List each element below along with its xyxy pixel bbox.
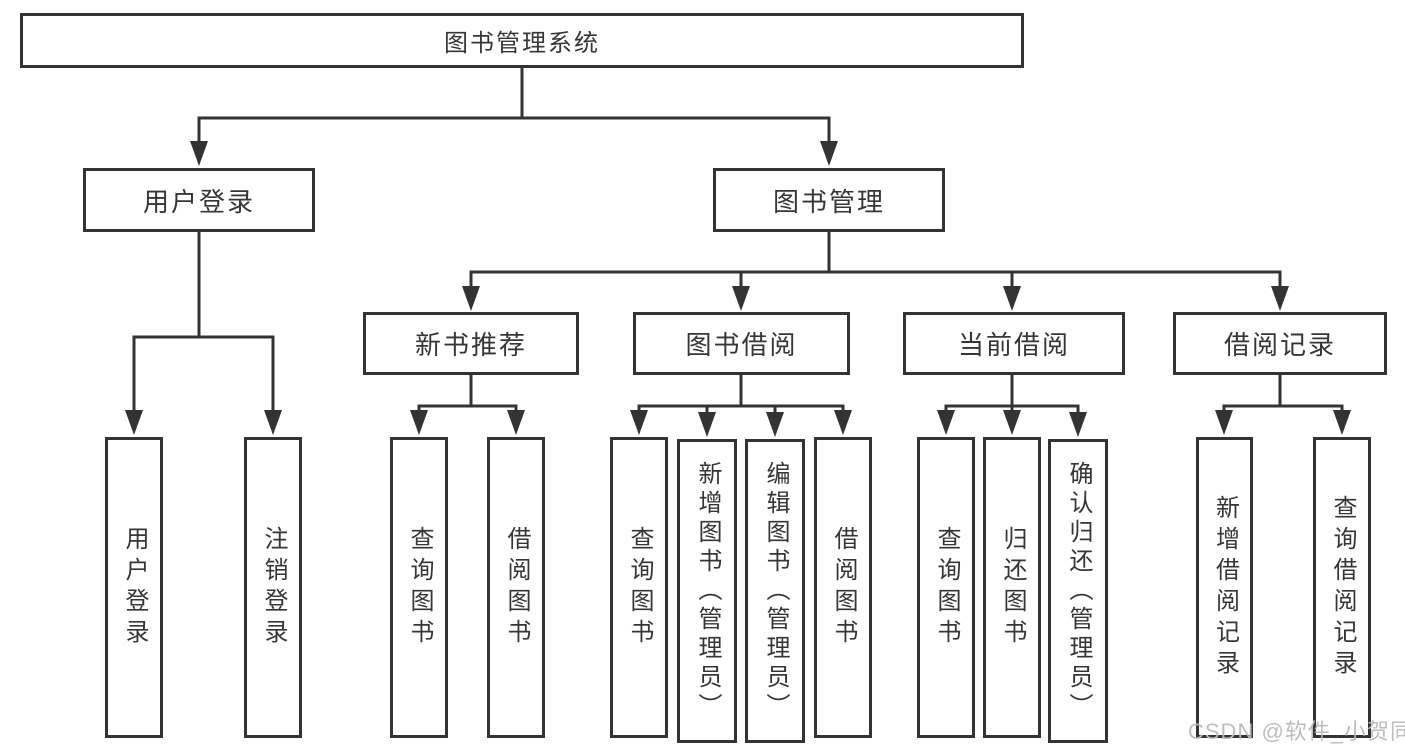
node-label: 新增图书（管理员）: [694, 460, 721, 722]
node-current-borrowing: 当前借阅: [903, 312, 1125, 375]
connector-userlogin-to-leaves: [132, 232, 275, 412]
node-label: 查询图书: [406, 525, 433, 650]
node-book-borrowing: 图书借阅: [633, 312, 850, 375]
leaf-query-borrow-record: 查询借阅记录: [1313, 437, 1371, 738]
node-label: 图书管理: [772, 186, 885, 217]
node-new-book-recommendation: 新书推荐: [363, 312, 579, 375]
node-label: 确认归还（管理员）: [1065, 460, 1092, 722]
connector-records-to-leaves: [1222, 375, 1344, 413]
leaf-query-books-1: 查询图书: [390, 437, 448, 738]
leaf-edit-books-admin: 编辑图书（管理员）: [745, 439, 805, 743]
node-label: 注销登录: [260, 525, 287, 650]
node-label: 借阅图书: [830, 525, 857, 650]
node-borrowing-records: 借阅记录: [1173, 312, 1387, 375]
node-label: 归还图书: [999, 525, 1026, 650]
node-label: 图书借阅: [685, 330, 798, 360]
leaf-query-books-3: 查询图书: [917, 437, 975, 738]
node-label: 当前借阅: [957, 330, 1070, 360]
connector-currentborrow-to-leaves: [944, 375, 1080, 413]
connector-bookborrow-to-leaves: [637, 375, 845, 413]
leaf-borrow-books-2: 借阅图书: [814, 437, 872, 738]
node-book-management: 图书管理: [713, 168, 945, 232]
connector-bookmgmt-to-level3: [469, 232, 1282, 289]
node-label: 借阅记录: [1223, 330, 1336, 360]
node-user-login: 用户登录: [83, 168, 315, 232]
node-label: 用户登录: [142, 186, 255, 217]
leaf-add-borrow-record: 新增借阅记录: [1196, 437, 1253, 738]
node-label: 用户登录: [121, 525, 148, 650]
node-label: 图书管理系统: [444, 30, 600, 57]
leaf-return-books: 归还图书: [983, 437, 1041, 738]
leaf-add-books-admin: 新增图书（管理员）: [677, 439, 737, 743]
csdn-watermark: CSDN @软件_小贺同学: [1188, 719, 1405, 744]
leaf-borrow-books-1: 借阅图书: [487, 437, 545, 738]
connector-root-to-level2: [197, 68, 831, 143]
arrowheads: [125, 141, 1351, 437]
node-label: 新书推荐: [414, 330, 527, 360]
node-label: 查询图书: [626, 525, 653, 650]
leaf-logout: 注销登录: [244, 437, 302, 738]
node-label: 查询借阅记录: [1329, 494, 1356, 681]
node-label: 编辑图书（管理员）: [762, 460, 789, 722]
node-label: 查询图书: [933, 525, 960, 650]
leaf-confirm-return-admin: 确认归还（管理员）: [1048, 439, 1108, 743]
leaf-user-login: 用户登录: [105, 437, 163, 738]
node-label: 借阅图书: [503, 525, 530, 650]
leaf-query-books-2: 查询图书: [610, 437, 668, 738]
node-label: 新增借阅记录: [1211, 494, 1239, 681]
connector-newbook-to-leaves: [417, 375, 518, 413]
node-library-management-system: 图书管理系统: [20, 13, 1024, 68]
